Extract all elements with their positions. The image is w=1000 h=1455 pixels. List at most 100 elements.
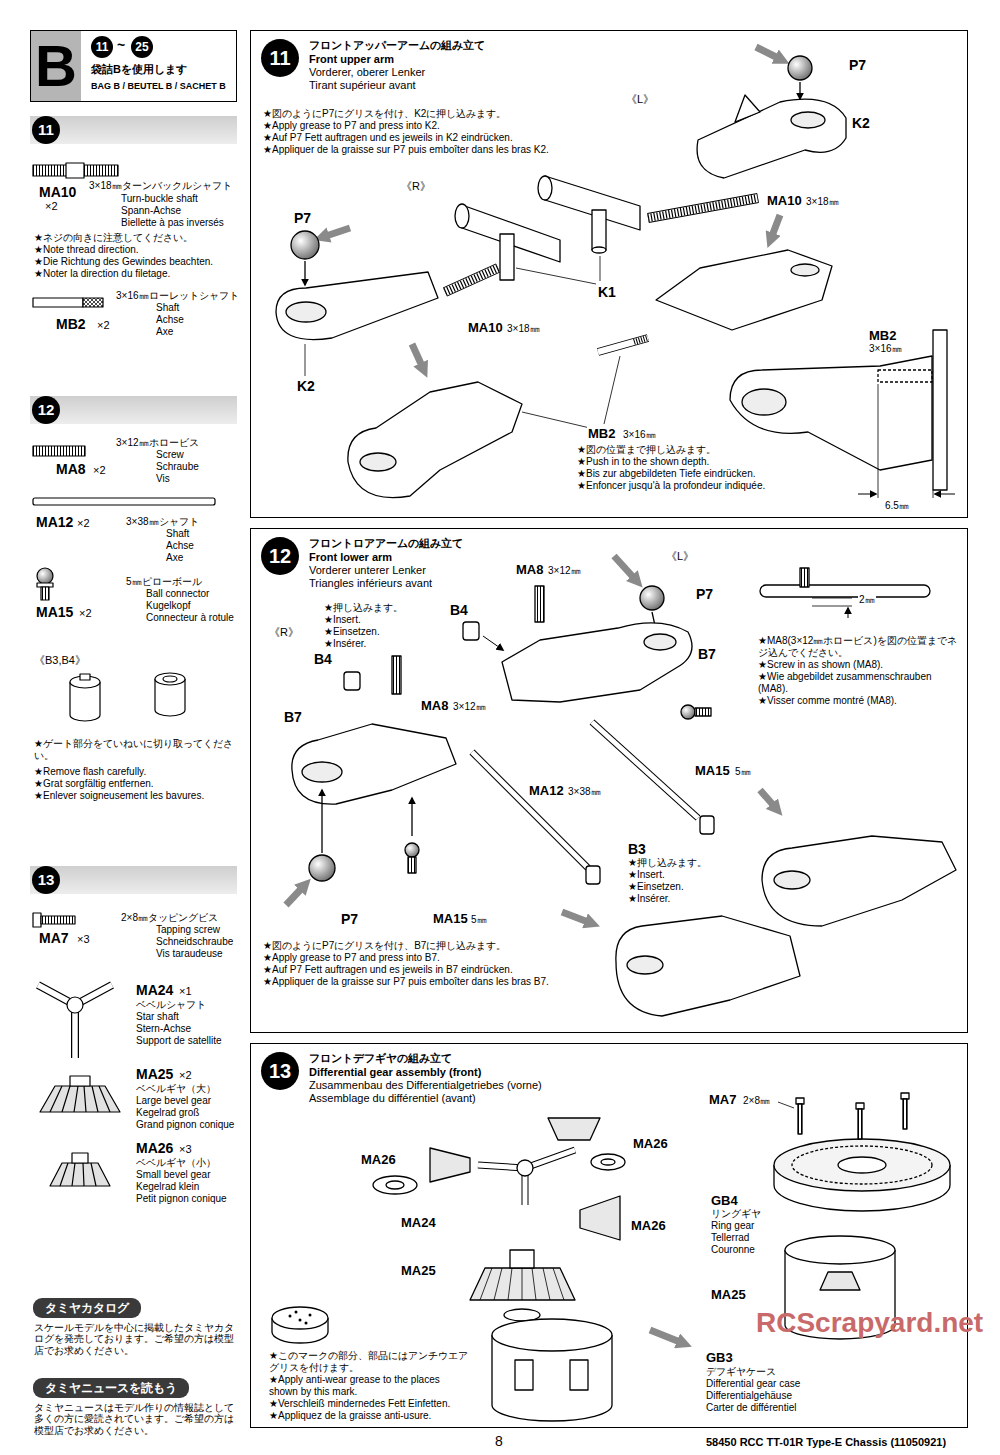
- annotation-text: Grand pignon conique: [135, 1119, 235, 1131]
- part-callout: P7: [695, 586, 714, 603]
- step11-illustration: [742, 389, 786, 415]
- step12-illustration: [483, 636, 503, 650]
- annotation-text: ★Screw in as shown (MA8).: [757, 659, 884, 671]
- step11-illustration: [791, 112, 825, 128]
- page-number: 8: [494, 1433, 504, 1450]
- step12-illustration: [800, 568, 809, 587]
- annotation-text: ×2: [78, 607, 93, 620]
- step12-illustration: [762, 836, 956, 926]
- annotation-text: ★押し込みます。: [627, 857, 708, 869]
- annotation-text: Ball connector: [145, 588, 210, 600]
- part-callout: B4: [449, 602, 469, 619]
- step12-illustration: [535, 586, 544, 622]
- step13-illustration: [798, 1104, 802, 1134]
- part-callout: MA15: [432, 911, 469, 927]
- part-callout: MA7: [708, 1092, 737, 1108]
- part-callout: MA8: [515, 562, 544, 578]
- step11-illustration: [756, 47, 778, 58]
- annotation-text: デフギヤケース: [705, 1366, 777, 1378]
- step13-illustration: [289, 1311, 312, 1325]
- annotation-text: 3×18㎜: [506, 323, 541, 335]
- bag-header: B11~25袋詰Bを使用しますBAG B / BEUTEL B / SACHET…: [30, 30, 237, 102]
- footer-code: 58450 RCC TT-01R Type-E Chassis (1105092…: [705, 1436, 947, 1449]
- step-title: Vorderer, oberer Lenker: [309, 66, 425, 79]
- step13-illustration: [295, 1311, 298, 1314]
- annotation-text: Turn-buckle shaft: [120, 193, 199, 205]
- annotation-text: 《B3,B4》: [33, 654, 87, 667]
- step11-illustration: [360, 453, 396, 471]
- annotation-text: ★Enlever soigneusement les bavures.: [33, 790, 205, 802]
- annotation-text: ×2: [96, 319, 111, 332]
- step11-illustration: [516, 268, 596, 284]
- annotation-text: 3×12㎜ホロービス: [115, 437, 200, 449]
- bag-note: 袋詰Bを使用します: [91, 63, 187, 76]
- part-callout: GB4: [710, 1193, 739, 1209]
- step-title: フロントデフギヤの組み立て: [309, 1052, 452, 1065]
- catalog-heading: タミヤカタログ: [45, 1301, 129, 1315]
- step11-illustration: [788, 56, 812, 80]
- sidebar-parts: [33, 498, 215, 505]
- bag-note: BAG B / BEUTEL B / SACHET B: [91, 81, 226, 92]
- annotation-text: ベベルギヤ（小）: [135, 1157, 217, 1169]
- sidebar-parts: [40, 1086, 120, 1112]
- annotation-text: ×2: [44, 200, 59, 213]
- sidebar-parts: [38, 985, 112, 1058]
- sidebar-parts: [83, 298, 103, 307]
- annotation-text: ★Einsetzen.: [323, 626, 381, 638]
- annotation-text: 《L》: [625, 93, 655, 106]
- annotation-text: ★Auf P7 Fett auftragen und es jeweils in…: [262, 964, 514, 976]
- step11-illustration: [445, 268, 498, 292]
- annotation-text: Vis: [155, 473, 171, 485]
- annotation-text: タミヤニュースはモデル作りの情報誌として多くの方に愛読されています。ご希望の方は…: [33, 1402, 240, 1436]
- step-range-start: 11: [91, 36, 113, 58]
- annotation-text: Kegelrad groß: [135, 1107, 200, 1119]
- step-number: 13: [261, 1052, 299, 1090]
- step-bar: 13: [30, 866, 237, 894]
- step11-illustration: [634, 338, 647, 342]
- annotation-text: 3×16㎜: [868, 343, 903, 355]
- step13-illustration: [305, 1322, 308, 1325]
- catalog-heading-box: タミヤカタログ: [33, 1298, 141, 1318]
- annotation-text: 5㎜: [734, 766, 752, 778]
- annotation-text: 3×38㎜: [567, 786, 602, 798]
- part-callout: MA15: [694, 763, 731, 779]
- step11-illustration: [791, 264, 819, 276]
- step12-illustration: [700, 816, 714, 834]
- part-callout: B4: [313, 651, 333, 668]
- step12-illustration: [774, 871, 810, 889]
- part-callout: MB2: [868, 328, 897, 344]
- step13-illustration: [480, 1268, 564, 1300]
- news-heading: タミヤニュースを読もう: [45, 1381, 177, 1395]
- step-title: Triangles inférieurs avant: [309, 577, 432, 590]
- annotation-text: ★Wie abgebildet zusammenschrauben (MA8).: [757, 671, 959, 695]
- annotation-text: Kegelrad klein: [135, 1181, 200, 1193]
- part-callout: B3: [627, 841, 647, 858]
- watermark: RCScrapyard.net: [755, 1306, 984, 1340]
- step11-illustration: [697, 99, 846, 178]
- part-callout: MA12: [35, 514, 74, 531]
- step11-illustration: [286, 302, 326, 322]
- step-title: フロントロアアームの組み立て: [309, 537, 463, 550]
- step11-illustration: [735, 95, 760, 122]
- step-bar: 12: [30, 396, 237, 424]
- step13-illustration: [517, 1160, 533, 1176]
- annotation-text: 5㎜ピローボール: [125, 576, 203, 588]
- annotation-text: ★MA8(3×12㎜ホロービス)を図の位置までネジ込んでください。: [757, 635, 959, 659]
- part-callout: MB2: [587, 426, 616, 442]
- step-number: 11: [32, 116, 60, 144]
- step13-illustration: [299, 1319, 302, 1322]
- step11-illustration: [730, 356, 932, 470]
- step13-illustration: [570, 1360, 588, 1390]
- annotation-text: ★Apply grease to P7 and press into B7.: [262, 952, 441, 964]
- step-number: 11: [261, 39, 299, 77]
- annotation-text: Vis taraudeuse: [155, 948, 224, 960]
- step12-illustration: [681, 705, 695, 719]
- step11-illustration: [326, 228, 350, 236]
- sidebar-parts: [66, 163, 84, 178]
- step13-illustration: [470, 1268, 575, 1300]
- annotation-text: ★Enfoncer jusqu'à la profondeur indiquée…: [576, 480, 766, 492]
- step11-illustration: [772, 215, 780, 236]
- sidebar-parts: [37, 568, 53, 584]
- step13-illustration: [386, 1181, 404, 1189]
- annotation-text: ★Visser comme montré (MA8).: [757, 695, 898, 707]
